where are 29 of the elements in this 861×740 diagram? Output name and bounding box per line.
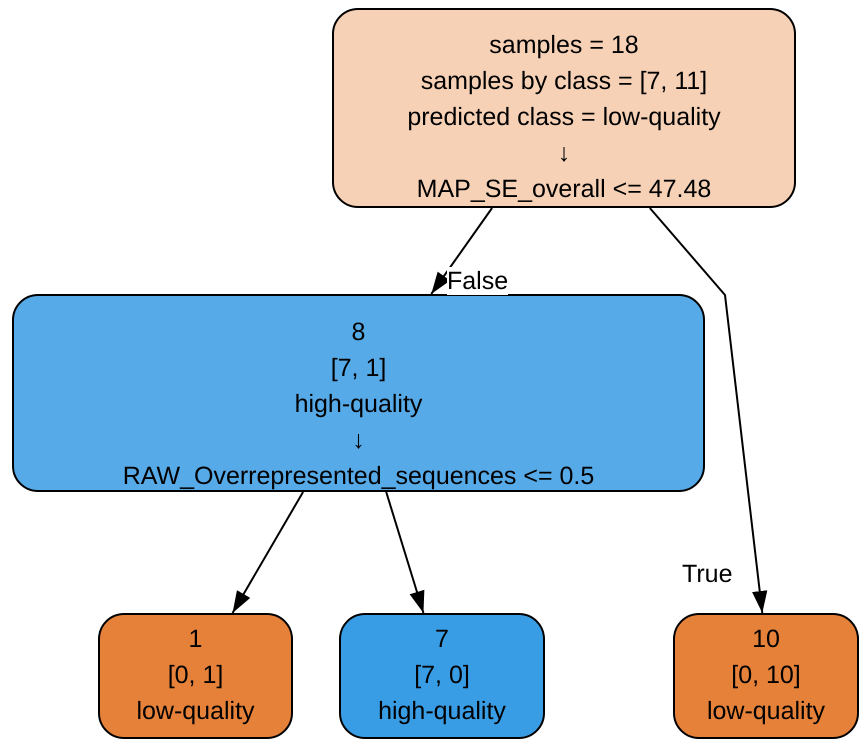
node-text: 1	[188, 624, 202, 655]
node-text: 10	[752, 624, 780, 655]
node-text: high-quality	[294, 389, 422, 420]
arrow	[430, 207, 493, 295]
node-text: [7, 0]	[414, 660, 470, 691]
down-arrow-glyph: ↓	[352, 425, 365, 456]
node-text: MAP_SE_overall <= 47.48	[416, 174, 712, 205]
edge-label: False	[447, 267, 508, 295]
node-text: 7	[435, 624, 449, 655]
leaf-node-box	[98, 613, 293, 739]
node-text: high-quality	[378, 696, 506, 727]
node-text: low-quality	[136, 696, 255, 727]
node-text: RAW_Overrepresented_sequences <= 0.5	[122, 461, 594, 492]
arrow	[232, 492, 304, 614]
arrow	[385, 492, 424, 614]
node-text: predicted class = low-quality	[407, 102, 721, 133]
decision-node-box	[332, 8, 796, 208]
leaf-node-box	[673, 613, 859, 739]
down-arrow-glyph: ↓	[558, 138, 570, 169]
node-text: [0, 10]	[731, 660, 801, 691]
node-text: [0, 1]	[168, 660, 224, 691]
node-text: samples = 18	[489, 30, 639, 61]
arrow	[649, 207, 768, 614]
decision-node-box	[12, 294, 705, 492]
node-text: [7, 1]	[330, 353, 386, 384]
leaf-node-box	[339, 613, 545, 739]
node-text: samples by class = [7, 11]	[420, 66, 708, 97]
node-text: 8	[352, 317, 366, 348]
node-text: low-quality	[706, 696, 826, 727]
